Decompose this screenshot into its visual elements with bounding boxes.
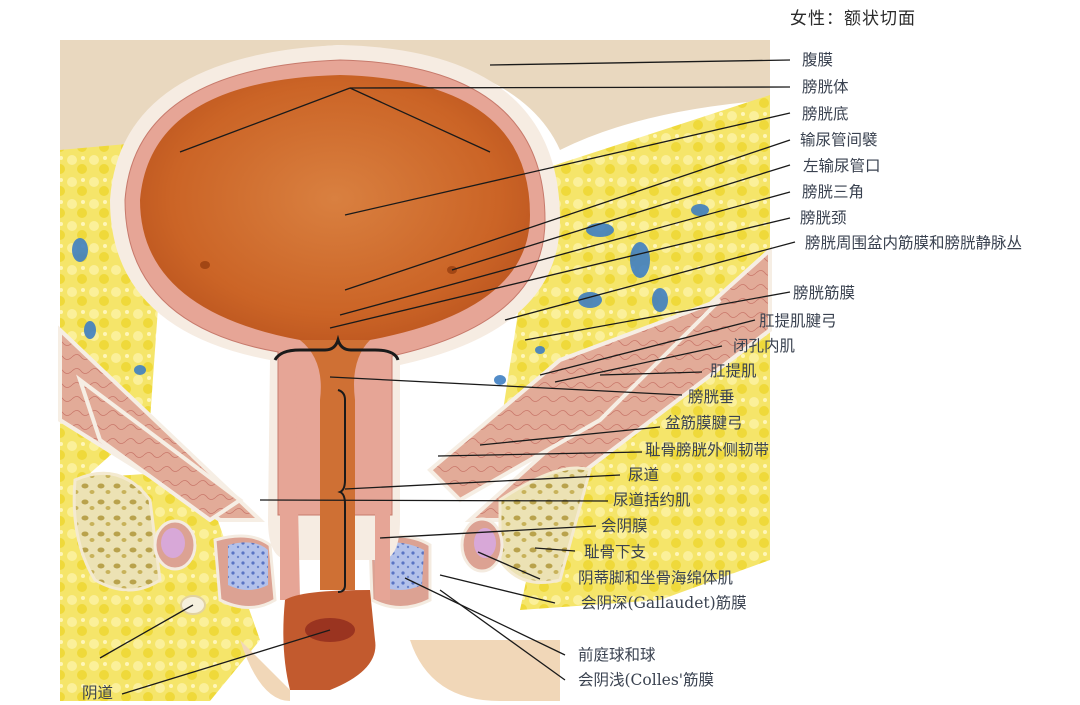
label-peritoneum: 腹膜: [802, 51, 834, 69]
label-vestibular-bulb: 前庭球和球: [578, 646, 656, 664]
label-superficial-perineal-fascia: 会阴浅(Colles'筋膜: [578, 671, 715, 689]
label-levator-ani: 肛提肌: [710, 362, 757, 380]
label-vesical-fascia: 膀胱筋膜: [793, 284, 856, 302]
label-pelvic-fascia-tendinous-arch: 盆筋膜腱弓: [665, 414, 743, 432]
label-pubovesical-lateral-ligament: 耻骨膀胱外侧韧带: [645, 441, 770, 459]
label-trigone: 膀胱三角: [802, 183, 865, 201]
label-vagina: 阴道: [82, 684, 114, 702]
label-crus-ischiocavernosus: 阴蒂脚和坐骨海绵体肌: [578, 569, 734, 587]
label-perivesical-fascia-plexus: 膀胱周围盆内筋膜和膀胱静脉丛: [805, 234, 1023, 252]
figure-title: 女性：额状切面: [790, 9, 916, 29]
label-uvula: 膀胱垂: [688, 388, 735, 406]
label-obturator-internus: 闭孔内肌: [733, 337, 796, 355]
label-bladder-body: 膀胱体: [802, 78, 849, 96]
leader-lines: [99, 59, 796, 695]
label-urethral-sphincter: 尿道括约肌: [613, 491, 691, 509]
label-interureteric-fold: 输尿管间襞: [800, 131, 878, 149]
label-inferior-pubic-ramus: 耻骨下支: [584, 543, 647, 561]
label-urethra: 尿道: [628, 466, 660, 484]
label-levator-ani-tendinous-arch: 肛提肌腱弓: [759, 312, 837, 330]
label-deep-perineal-fascia: 会阴深(Gallaudet)筋膜: [581, 594, 747, 612]
label-bladder-fundus: 膀胱底: [802, 105, 849, 123]
label-left-ureteric-orifice: 左输尿管口: [803, 157, 881, 175]
label-bladder-neck: 膀胱颈: [800, 209, 847, 227]
label-perineal-membrane: 会阴膜: [601, 517, 648, 535]
